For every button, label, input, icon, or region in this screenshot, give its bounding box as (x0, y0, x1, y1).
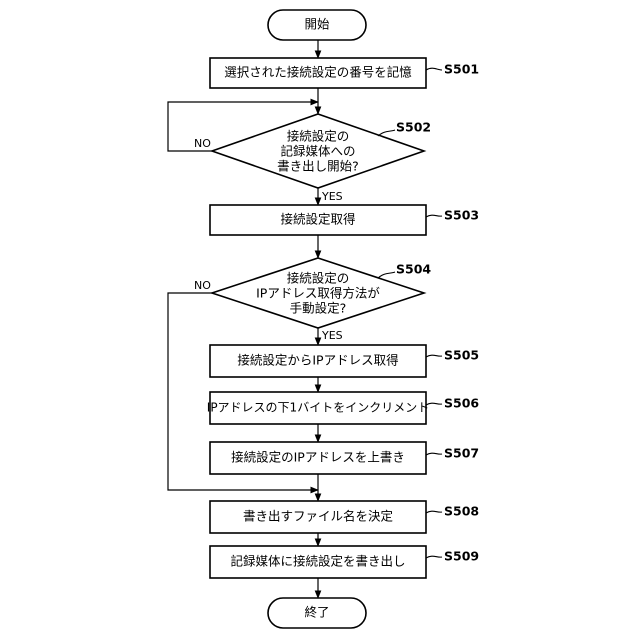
s509-step: S509 (444, 549, 479, 564)
process-s506: IPアドレスの下1バイトをインクリメント S506 (207, 392, 480, 424)
s507-leader (426, 453, 442, 455)
s505-leader (426, 355, 442, 357)
s504-line-3: 手動設定? (290, 301, 347, 316)
s501-leader (426, 68, 442, 70)
process-s509: 記録媒体に接続設定を書き出し S509 (210, 546, 479, 578)
s503-text: 接続設定取得 (280, 212, 355, 227)
s509-text: 記録媒体に接続設定を書き出し (230, 554, 405, 569)
s508-step: S508 (444, 504, 479, 519)
s508-leader (426, 511, 442, 513)
s506-step: S506 (444, 396, 479, 411)
end-terminal: 終了 (268, 598, 366, 628)
s508-text: 書き出すファイル名を決定 (243, 509, 393, 524)
process-s503: 接続設定取得 S503 (210, 205, 479, 235)
s502-step: S502 (396, 120, 431, 135)
s505-text: 接続設定からIPアドレス取得 (237, 353, 398, 368)
s505-step: S505 (444, 348, 479, 363)
s506-text: IPアドレスの下1バイトをインクリメント (207, 401, 429, 415)
s503-step: S503 (444, 208, 479, 223)
s502-line-1: 接続設定の (287, 129, 350, 144)
s502-line-3: 書き出し開始? (277, 159, 359, 174)
s504-leader (378, 272, 395, 278)
decision-s502: 接続設定の 記録媒体への 書き出し開始? S502 NO YES (194, 114, 431, 203)
end-label: 終了 (304, 605, 329, 620)
decision-s504: 接続設定の IPアドレス取得方法が 手動設定? S504 NO YES (194, 258, 431, 342)
process-s501: 選択された接続設定の番号を記憶 S501 (210, 58, 479, 88)
process-s505: 接続設定からIPアドレス取得 S505 (210, 345, 479, 377)
s507-step: S507 (444, 446, 479, 461)
s504-no-label: NO (194, 279, 211, 292)
s507-text: 接続設定のIPアドレスを上書き (231, 450, 405, 465)
s501-text: 選択された接続設定の番号を記憶 (224, 65, 412, 80)
process-s507: 接続設定のIPアドレスを上書き S507 (210, 442, 479, 474)
s504-yes-label: YES (321, 329, 343, 342)
start-terminal: 開始 (268, 10, 366, 40)
s504-step: S504 (396, 262, 431, 277)
start-label: 開始 (304, 17, 330, 32)
s504-line-2: IPアドレス取得方法が (256, 286, 380, 301)
s501-step: S501 (444, 62, 479, 77)
s509-leader (426, 556, 442, 558)
s504-line-1: 接続設定の (287, 271, 350, 286)
s503-leader (426, 215, 442, 217)
s502-yes-label: YES (321, 190, 343, 203)
s502-line-2: 記録媒体への (280, 144, 355, 159)
s502-no-label: NO (194, 137, 211, 150)
process-s508: 書き出すファイル名を決定 S508 (210, 501, 479, 533)
